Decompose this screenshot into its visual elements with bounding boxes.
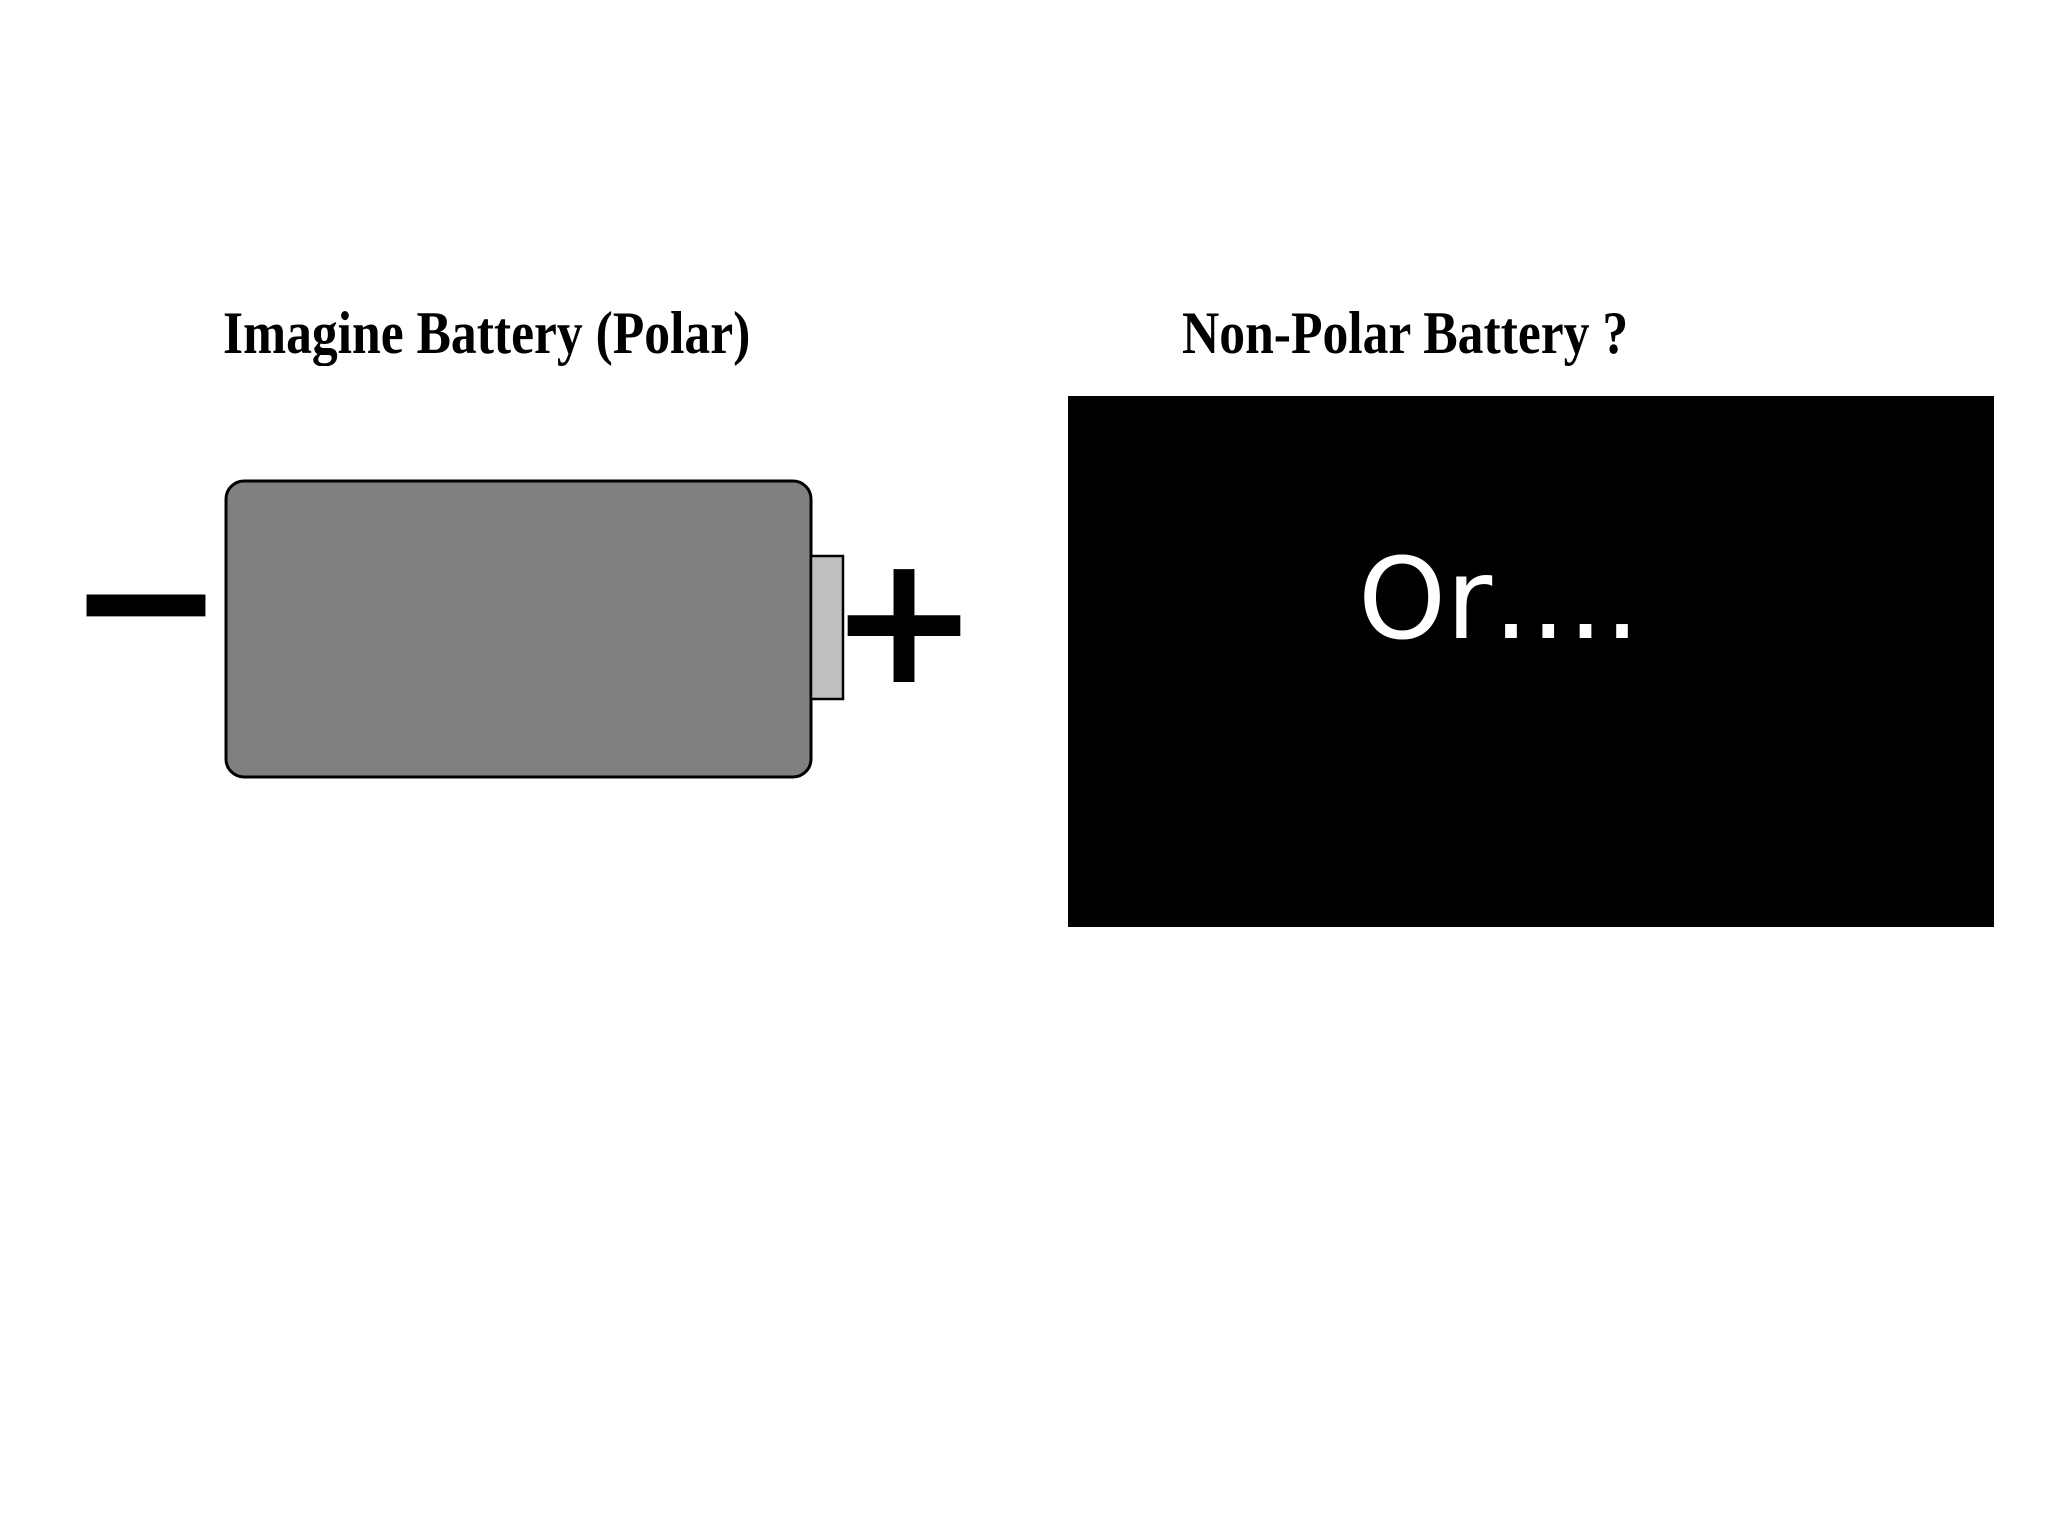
battery-positive-terminal bbox=[809, 554, 845, 701]
non-polar-battery-heading: Non-Polar Battery ? bbox=[1182, 300, 1629, 366]
non-polar-battery-panel: Or…. bbox=[1068, 396, 1994, 927]
polar-battery-heading: Imagine Battery (Polar) bbox=[223, 300, 751, 366]
negative-sign-icon: − bbox=[66, 489, 225, 710]
battery-body bbox=[224, 479, 813, 779]
positive-sign-icon: + bbox=[829, 516, 980, 725]
panel-text: Or…. bbox=[1358, 535, 1640, 665]
